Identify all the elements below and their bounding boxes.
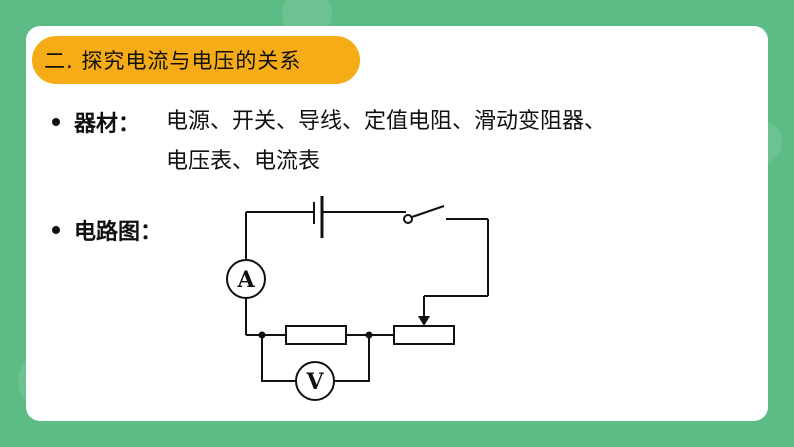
- voltmeter-wire-left: [261, 335, 296, 382]
- ammeter-symbol: A: [236, 267, 255, 293]
- materials-line-2: 电压表、电流表: [166, 149, 321, 174]
- bullet-dot-icon: [52, 118, 60, 126]
- diagram-bullet: 电路图：: [52, 214, 162, 246]
- circuit-diagram: A V: [226, 196, 489, 401]
- content-card: 二. 探究电流与电压的关系 器材： 电源、开关、导线、定值电阻、滑动变阻器、 电…: [26, 26, 768, 421]
- section-title-pill: 二. 探究电流与电压的关系: [32, 36, 360, 84]
- materials-label: 器材：: [74, 112, 141, 137]
- switch-blade: [411, 205, 445, 218]
- slider-arrow-icon: [418, 316, 430, 326]
- materials-line-1: 电源、开关、导线、定值电阻、滑动变阻器、: [166, 109, 607, 134]
- bullet-dot-icon: [52, 226, 60, 234]
- voltmeter-symbol: V: [305, 369, 324, 395]
- diagram-label: 电路图：: [74, 220, 163, 245]
- materials-bullet: 器材：: [52, 106, 140, 138]
- rheostat: [393, 325, 455, 345]
- switch-contact: [403, 214, 413, 224]
- section-title: 二. 探究电流与电压的关系: [44, 49, 302, 73]
- voltmeter-wire-right: [334, 335, 370, 382]
- fixed-resistor: [285, 325, 347, 345]
